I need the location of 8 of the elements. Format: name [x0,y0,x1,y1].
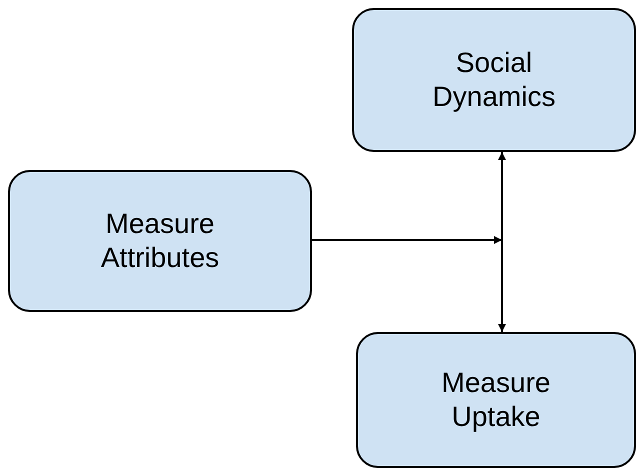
arrow [498,152,506,332]
arrow [312,236,502,244]
process-box [352,8,636,152]
box-label: Social Dynamics [432,46,556,114]
box-label: Measure Uptake [440,366,552,434]
process-box [356,332,636,468]
box-label: Measure Attributes [100,207,220,275]
process-box [8,170,312,312]
